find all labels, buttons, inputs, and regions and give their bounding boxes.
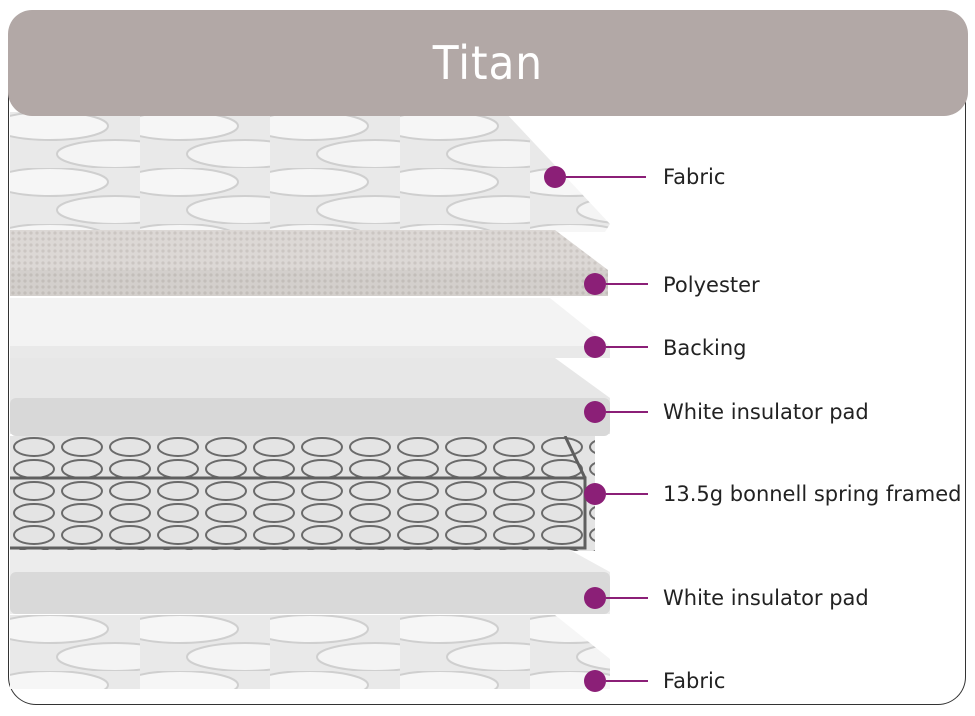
label-backing: Backing: [663, 336, 747, 360]
leader-line: [606, 680, 648, 682]
leader-line: [606, 411, 648, 413]
marker-dot-icon: [584, 273, 606, 295]
label-insulator-bottom: White insulator pad: [663, 586, 869, 610]
layer-backing: [10, 298, 610, 360]
layer-fabric-bottom: [10, 615, 610, 691]
marker-insulator-top: [584, 401, 648, 423]
leader-line: [566, 176, 646, 178]
page-title: Titan: [432, 36, 544, 90]
layer-insulator-top: [10, 358, 610, 438]
layer-spring-unit: [10, 436, 595, 551]
layer-fabric-top: [10, 112, 610, 234]
marker-dot-icon: [584, 401, 606, 423]
label-fabric-top: Fabric: [663, 165, 726, 189]
label-spring-unit: 13.5g bonnell spring framed: [663, 482, 962, 506]
leader-line: [606, 597, 648, 599]
marker-dot-icon: [584, 483, 606, 505]
leader-line: [606, 283, 648, 285]
marker-dot-icon: [584, 336, 606, 358]
layer-polyester: [10, 230, 610, 300]
label-fabric-bottom: Fabric: [663, 669, 726, 693]
leader-line: [606, 346, 648, 348]
marker-polyester: [584, 273, 648, 295]
marker-fabric-bottom: [584, 670, 648, 692]
layer-insulator-bottom: [10, 550, 610, 616]
label-insulator-top: White insulator pad: [663, 400, 869, 424]
title-banner: Titan: [8, 10, 968, 116]
marker-backing: [584, 336, 648, 358]
label-polyester: Polyester: [663, 273, 760, 297]
marker-dot-icon: [544, 166, 566, 188]
marker-dot-icon: [584, 670, 606, 692]
marker-insulator-bottom: [584, 587, 648, 609]
marker-fabric-top: [544, 166, 646, 188]
marker-dot-icon: [584, 587, 606, 609]
marker-spring-unit: [584, 483, 648, 505]
leader-line: [606, 493, 648, 495]
